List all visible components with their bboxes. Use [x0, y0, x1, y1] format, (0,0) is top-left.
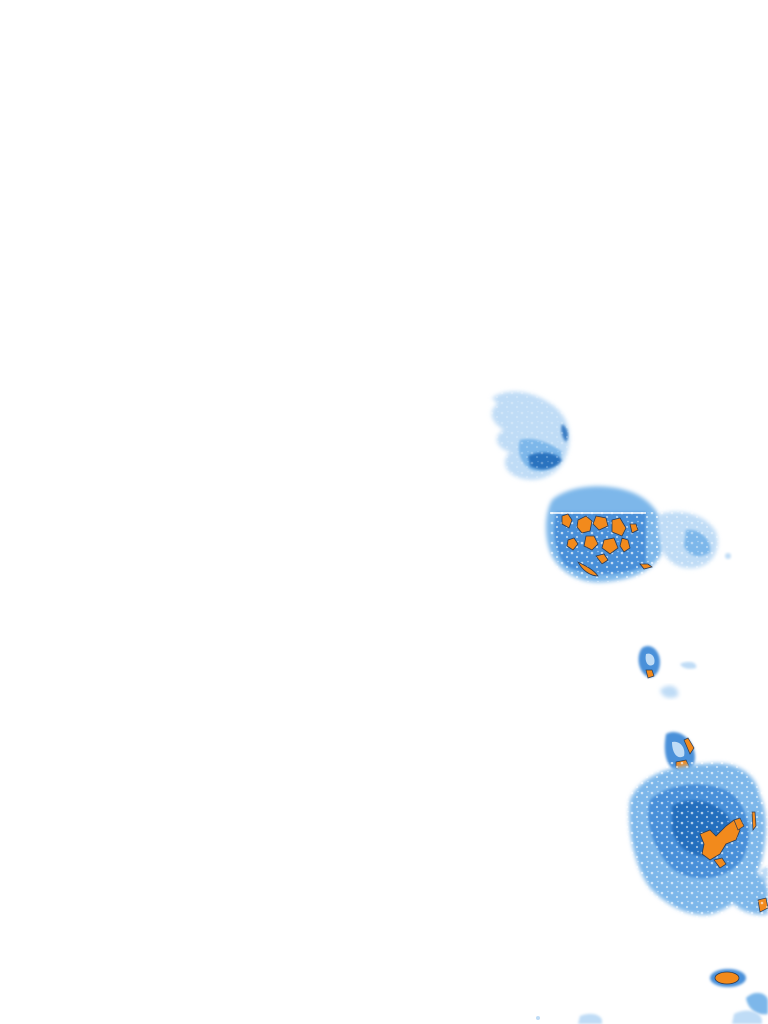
precip-cell-7 — [536, 969, 768, 1024]
precip-cell-6 — [626, 762, 768, 922]
precip-cell-2 — [546, 486, 664, 583]
precip-cell-4 — [638, 645, 697, 698]
precip-cell-1 — [488, 388, 578, 484]
precip-cell-3 — [656, 508, 731, 572]
